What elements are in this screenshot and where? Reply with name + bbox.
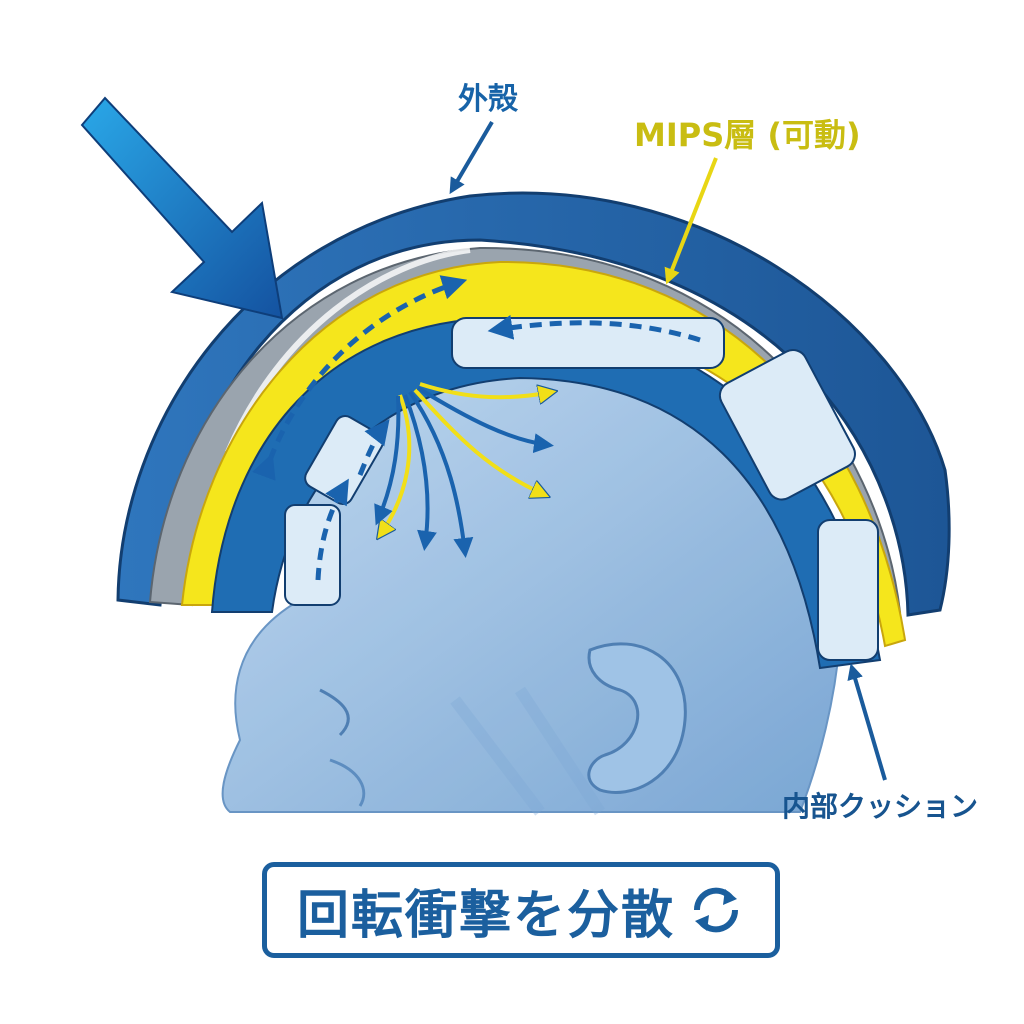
mips-layer-label: MIPS層 (可動) — [634, 116, 861, 154]
cushion-pad — [718, 349, 856, 501]
cushion-pad — [817, 519, 879, 661]
cushion-pad — [451, 317, 725, 369]
rotation-arrows-icon — [693, 887, 739, 933]
dispersion-arrows — [374, 382, 552, 558]
cushion-pad — [284, 504, 341, 606]
impact-arrow-icon — [80, 96, 284, 320]
label-pointers — [449, 120, 887, 781]
outer-shell-label: 外殻 — [458, 82, 518, 117]
caption-text: 回転衝撃を分散 — [296, 885, 675, 946]
inner-cushion-label: 内部クッション — [782, 790, 979, 823]
motion-arrows — [252, 275, 701, 581]
caption-box: 回転衝撃を分散 — [262, 862, 780, 958]
ear-icon — [587, 642, 687, 794]
